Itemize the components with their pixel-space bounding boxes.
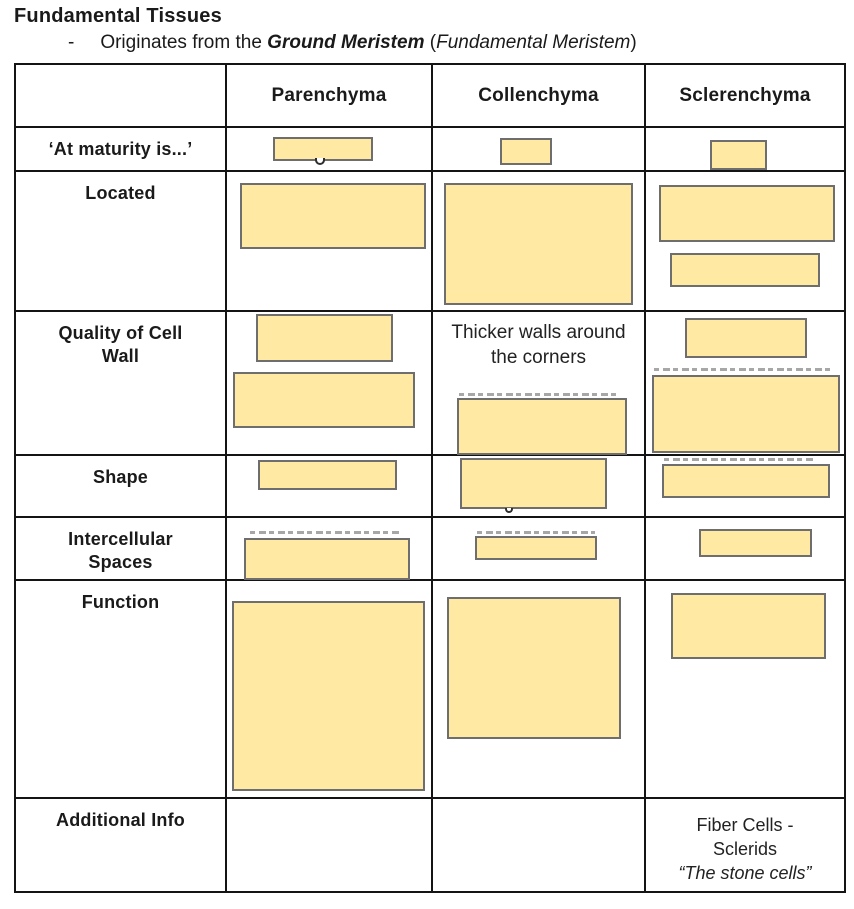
cell-located-sclerenchyma (646, 172, 844, 312)
cell-intercellular-parenchyma (227, 518, 433, 581)
hidden-text-fragment (477, 531, 595, 534)
covered-answer-box[interactable] (240, 183, 426, 249)
covered-answer-box[interactable] (670, 253, 820, 287)
page-title: Fundamental Tissues (14, 5, 222, 27)
hidden-text-fragment (315, 158, 325, 165)
covered-answer-box[interactable] (233, 372, 415, 428)
column-header-blank (16, 65, 227, 128)
row-label-located: Located (16, 172, 227, 312)
covered-answer-box[interactable] (699, 529, 812, 557)
cell-intercellular-sclerenchyma (646, 518, 844, 581)
cell-shape-sclerenchyma (646, 456, 844, 518)
row-label-at-maturity: ‘At maturity is...’ (16, 128, 227, 172)
bullet-dash: - (68, 32, 75, 53)
row-label-intercellular-spaces: Intercellular Spaces (16, 518, 227, 581)
additional-sclerenchyma-text: Fiber Cells - Sclerids “The stone cells” (646, 799, 844, 885)
covered-answer-box[interactable] (685, 318, 807, 358)
cell-maturity-collenchyma (433, 128, 646, 172)
bullet-text-ground-meristem: Ground Meristem (267, 32, 425, 53)
cell-function-sclerenchyma (646, 581, 844, 799)
origin-bullet-line: - Originates from the Ground Meristem (Fu… (68, 32, 637, 54)
column-header-label: Collenchyma (478, 84, 599, 106)
cell-maturity-parenchyma (227, 128, 433, 172)
covered-answer-box[interactable] (244, 538, 410, 580)
cell-maturity-sclerenchyma (646, 128, 844, 172)
cell-shape-collenchyma (433, 456, 646, 518)
additional-line-2: Sclerids (712, 839, 778, 859)
row-label-function: Function (16, 581, 227, 799)
covered-answer-box[interactable] (457, 398, 627, 455)
covered-answer-box[interactable] (710, 140, 767, 170)
additional-line-1: Fiber Cells - (696, 815, 794, 835)
bullet-text-paren-close: ) (630, 32, 637, 53)
row-label-additional-info: Additional Info (16, 799, 227, 891)
hidden-text-fragment (459, 393, 619, 396)
column-header-parenchyma: Parenchyma (227, 65, 433, 128)
covered-answer-box[interactable] (256, 314, 393, 362)
covered-answer-box[interactable] (444, 183, 633, 305)
covered-answer-box[interactable] (652, 375, 840, 453)
cell-quality-sclerenchyma (646, 312, 844, 456)
column-header-collenchyma: Collenchyma (433, 65, 646, 128)
cell-function-parenchyma (227, 581, 433, 799)
hidden-text-fragment (505, 508, 513, 513)
cell-additional-sclerenchyma: Fiber Cells - Sclerids “The stone cells” (646, 799, 844, 891)
cell-quality-collenchyma: Thicker walls around the corners (433, 312, 646, 456)
covered-answer-box[interactable] (258, 460, 397, 490)
hidden-text-fragment (250, 531, 400, 534)
bullet-text-prefix: Originates from the (100, 32, 268, 53)
covered-answer-box[interactable] (232, 601, 425, 791)
cell-function-collenchyma (433, 581, 646, 799)
covered-answer-box[interactable] (500, 138, 552, 165)
column-header-sclerenchyma: Sclerenchyma (646, 65, 844, 128)
fundamental-tissues-table: Parenchyma Collenchyma Sclerenchyma ‘At … (14, 63, 846, 893)
covered-answer-box[interactable] (659, 185, 835, 242)
covered-answer-box[interactable] (460, 458, 607, 509)
additional-line-3: “The stone cells” (678, 863, 812, 883)
cell-quality-parenchyma (227, 312, 433, 456)
covered-answer-box[interactable] (447, 597, 621, 739)
row-label-shape: Shape (16, 456, 227, 518)
cell-additional-collenchyma (433, 799, 646, 891)
covered-answer-box[interactable] (475, 536, 597, 560)
cell-located-parenchyma (227, 172, 433, 312)
bullet-text-paren-open: ( (424, 32, 437, 53)
covered-answer-box[interactable] (671, 593, 826, 659)
cell-intercellular-collenchyma (433, 518, 646, 581)
hidden-text-fragment (654, 368, 834, 371)
cell-shape-parenchyma (227, 456, 433, 518)
hidden-text-fragment (664, 458, 814, 461)
covered-answer-box[interactable] (662, 464, 830, 498)
cell-additional-parenchyma (227, 799, 433, 891)
column-header-label: Parenchyma (271, 84, 387, 106)
row-label-quality-of-cell-wall: Quality of Cell Wall (16, 312, 227, 456)
cell-located-collenchyma (433, 172, 646, 312)
bullet-text-fundamental-meristem: Fundamental Meristem (436, 32, 631, 53)
quality-collenchyma-text: Thicker walls around the corners (451, 322, 626, 368)
column-header-label: Sclerenchyma (679, 84, 811, 106)
